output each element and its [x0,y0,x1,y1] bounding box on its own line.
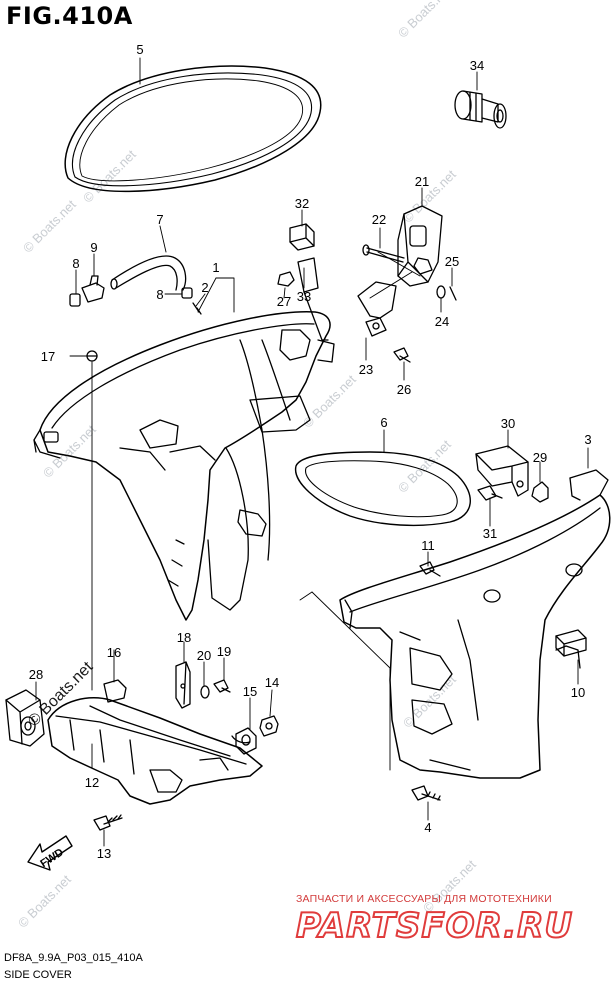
callout-13: 13 [97,846,111,861]
callout-8b: 8 [156,287,163,302]
callout-28: 28 [29,667,43,682]
screw-part-11 [419,561,441,577]
callout-22: 22 [372,212,386,227]
callout-2: 2 [201,280,208,295]
callout-18: 18 [177,630,191,645]
grommet-part-34 [454,90,507,129]
bolt-part-22 [362,244,405,263]
clip-part-8b [181,287,202,315]
callout-29: 29 [533,450,547,465]
callout-5: 5 [136,42,143,57]
grommet-part-14 [259,715,279,737]
callout-15: 15 [243,684,257,699]
callout-19: 19 [217,644,231,659]
callout-16: 16 [107,645,121,660]
callout-17: 17 [41,349,55,364]
callout-25: 25 [445,254,459,269]
callout-31: 31 [483,526,497,541]
figure-code: DF8A_9.9A_P03_015_410A [4,952,143,964]
callout-8: 8 [72,256,79,271]
clip-part-33 [297,257,329,341]
clip-part-16 [103,679,127,703]
seal-ring-part-5 [64,65,322,193]
bracket-part-30 [475,445,529,497]
callout-30: 30 [501,416,515,431]
figure-title: FIG.410A [6,2,133,30]
callout-34: 34 [470,58,484,73]
callout-32: 32 [295,196,309,211]
screw-part-17 [86,350,98,362]
promo-brand-logo: PARTSFOR.RU [295,905,574,947]
plug-part-10 [555,629,587,657]
fwd-arrow-icon: FWD [27,835,73,871]
collar-part-15 [235,727,257,755]
callout-24: 24 [435,314,449,329]
callout-14: 14 [265,675,279,690]
callout-33: 33 [297,289,311,304]
washer-part-20 [200,685,210,699]
cap-part-32 [289,223,315,251]
screw-part-26 [393,347,411,363]
callout-7: 7 [156,212,163,227]
washer-part-25 [436,285,457,301]
callout-11: 11 [421,538,435,553]
screw-part-19 [213,679,231,693]
callout-26: 26 [397,382,411,397]
side-cover-right-part-3 [339,469,611,779]
clip-part-9 [81,275,105,303]
callout-27: 27 [277,294,291,309]
callout-10: 10 [571,685,585,700]
lever-part-23 [357,281,397,337]
side-cover-left-part-1 [33,311,335,621]
callout-20: 20 [197,648,211,663]
callout-21: 21 [415,174,429,189]
callout-1: 1 [212,260,219,275]
callout-3: 3 [584,432,591,447]
bracket-part-18 [175,661,191,709]
leader-lines [35,57,589,847]
figure-name: SIDE COVER [4,969,72,981]
callout-23: 23 [359,362,373,377]
screw-part-4 [411,785,441,801]
callout-4: 4 [424,820,431,835]
screw-part-13 [93,814,123,831]
callout-9: 9 [90,240,97,255]
gasket-part-6 [294,451,471,527]
screw-part-31 [477,485,503,501]
callout-6: 6 [380,415,387,430]
bushing-part-28 [5,689,45,747]
callout-12: 12 [85,775,99,790]
latch-bracket-part-21 [397,205,443,287]
plug-part-29 [531,481,549,503]
nut-part-27 [277,271,295,287]
hose-part-7 [110,255,187,291]
callout-labels: 1 2 3 4 5 6 7 8 8 9 10 11 12 13 14 15 16… [29,42,592,861]
bottom-bracket-part-12 [47,697,263,805]
clip-part-8 [69,293,81,307]
promo-text: ЗАПЧАСТИ И АКСЕССУАРЫ ДЛЯ МОТОТЕХНИКИ [296,893,552,905]
